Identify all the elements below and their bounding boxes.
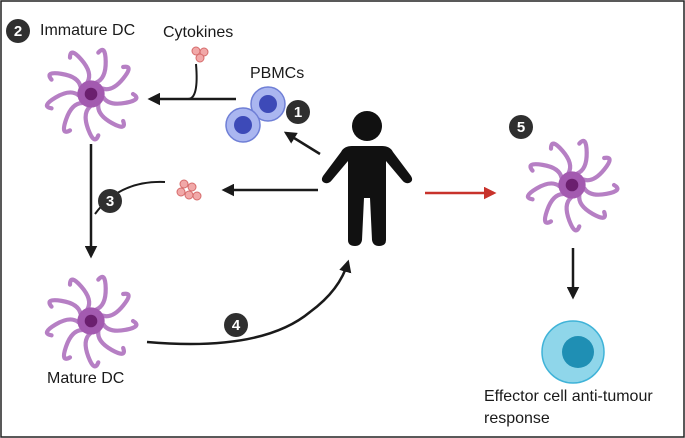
step-badge-3: 3 (98, 189, 122, 213)
step-badge-2: 2 (6, 19, 30, 43)
step-number: 2 (14, 23, 22, 40)
label-immature-dc: Immature DC (40, 22, 136, 39)
label-cytokines: Cytokines (163, 24, 234, 41)
effector-cell-icon (541, 320, 605, 384)
label-pbmcs: PBMCs (250, 65, 305, 82)
label-mature-dc: Mature DC (47, 370, 125, 387)
step-number: 4 (232, 317, 241, 334)
pbmc-cell-icon (225, 86, 286, 143)
cytokine-cluster-icon (191, 46, 209, 63)
step-badge-5: 5 (509, 115, 533, 139)
step-number: 5 (517, 119, 525, 136)
step-badge-4: 4 (224, 313, 248, 337)
mature-dc-icon (44, 274, 139, 369)
step-number: 3 (106, 193, 114, 210)
human-figure-icon (321, 111, 413, 246)
arrow-cytokine-to-dc (187, 63, 198, 100)
arrow-mature-to-patient (146, 259, 352, 346)
cytokine-cluster-icon (176, 179, 202, 201)
label-effector-line1: Effector cell anti-tumour (484, 388, 653, 405)
arrow-human-to-pbmc (283, 131, 321, 156)
step-badge-1: 1 (286, 100, 310, 124)
immature-dc-icon (44, 47, 139, 142)
step-number: 1 (294, 104, 302, 121)
infused-dc-icon (525, 138, 620, 233)
label-effector-line2: response (484, 410, 550, 427)
